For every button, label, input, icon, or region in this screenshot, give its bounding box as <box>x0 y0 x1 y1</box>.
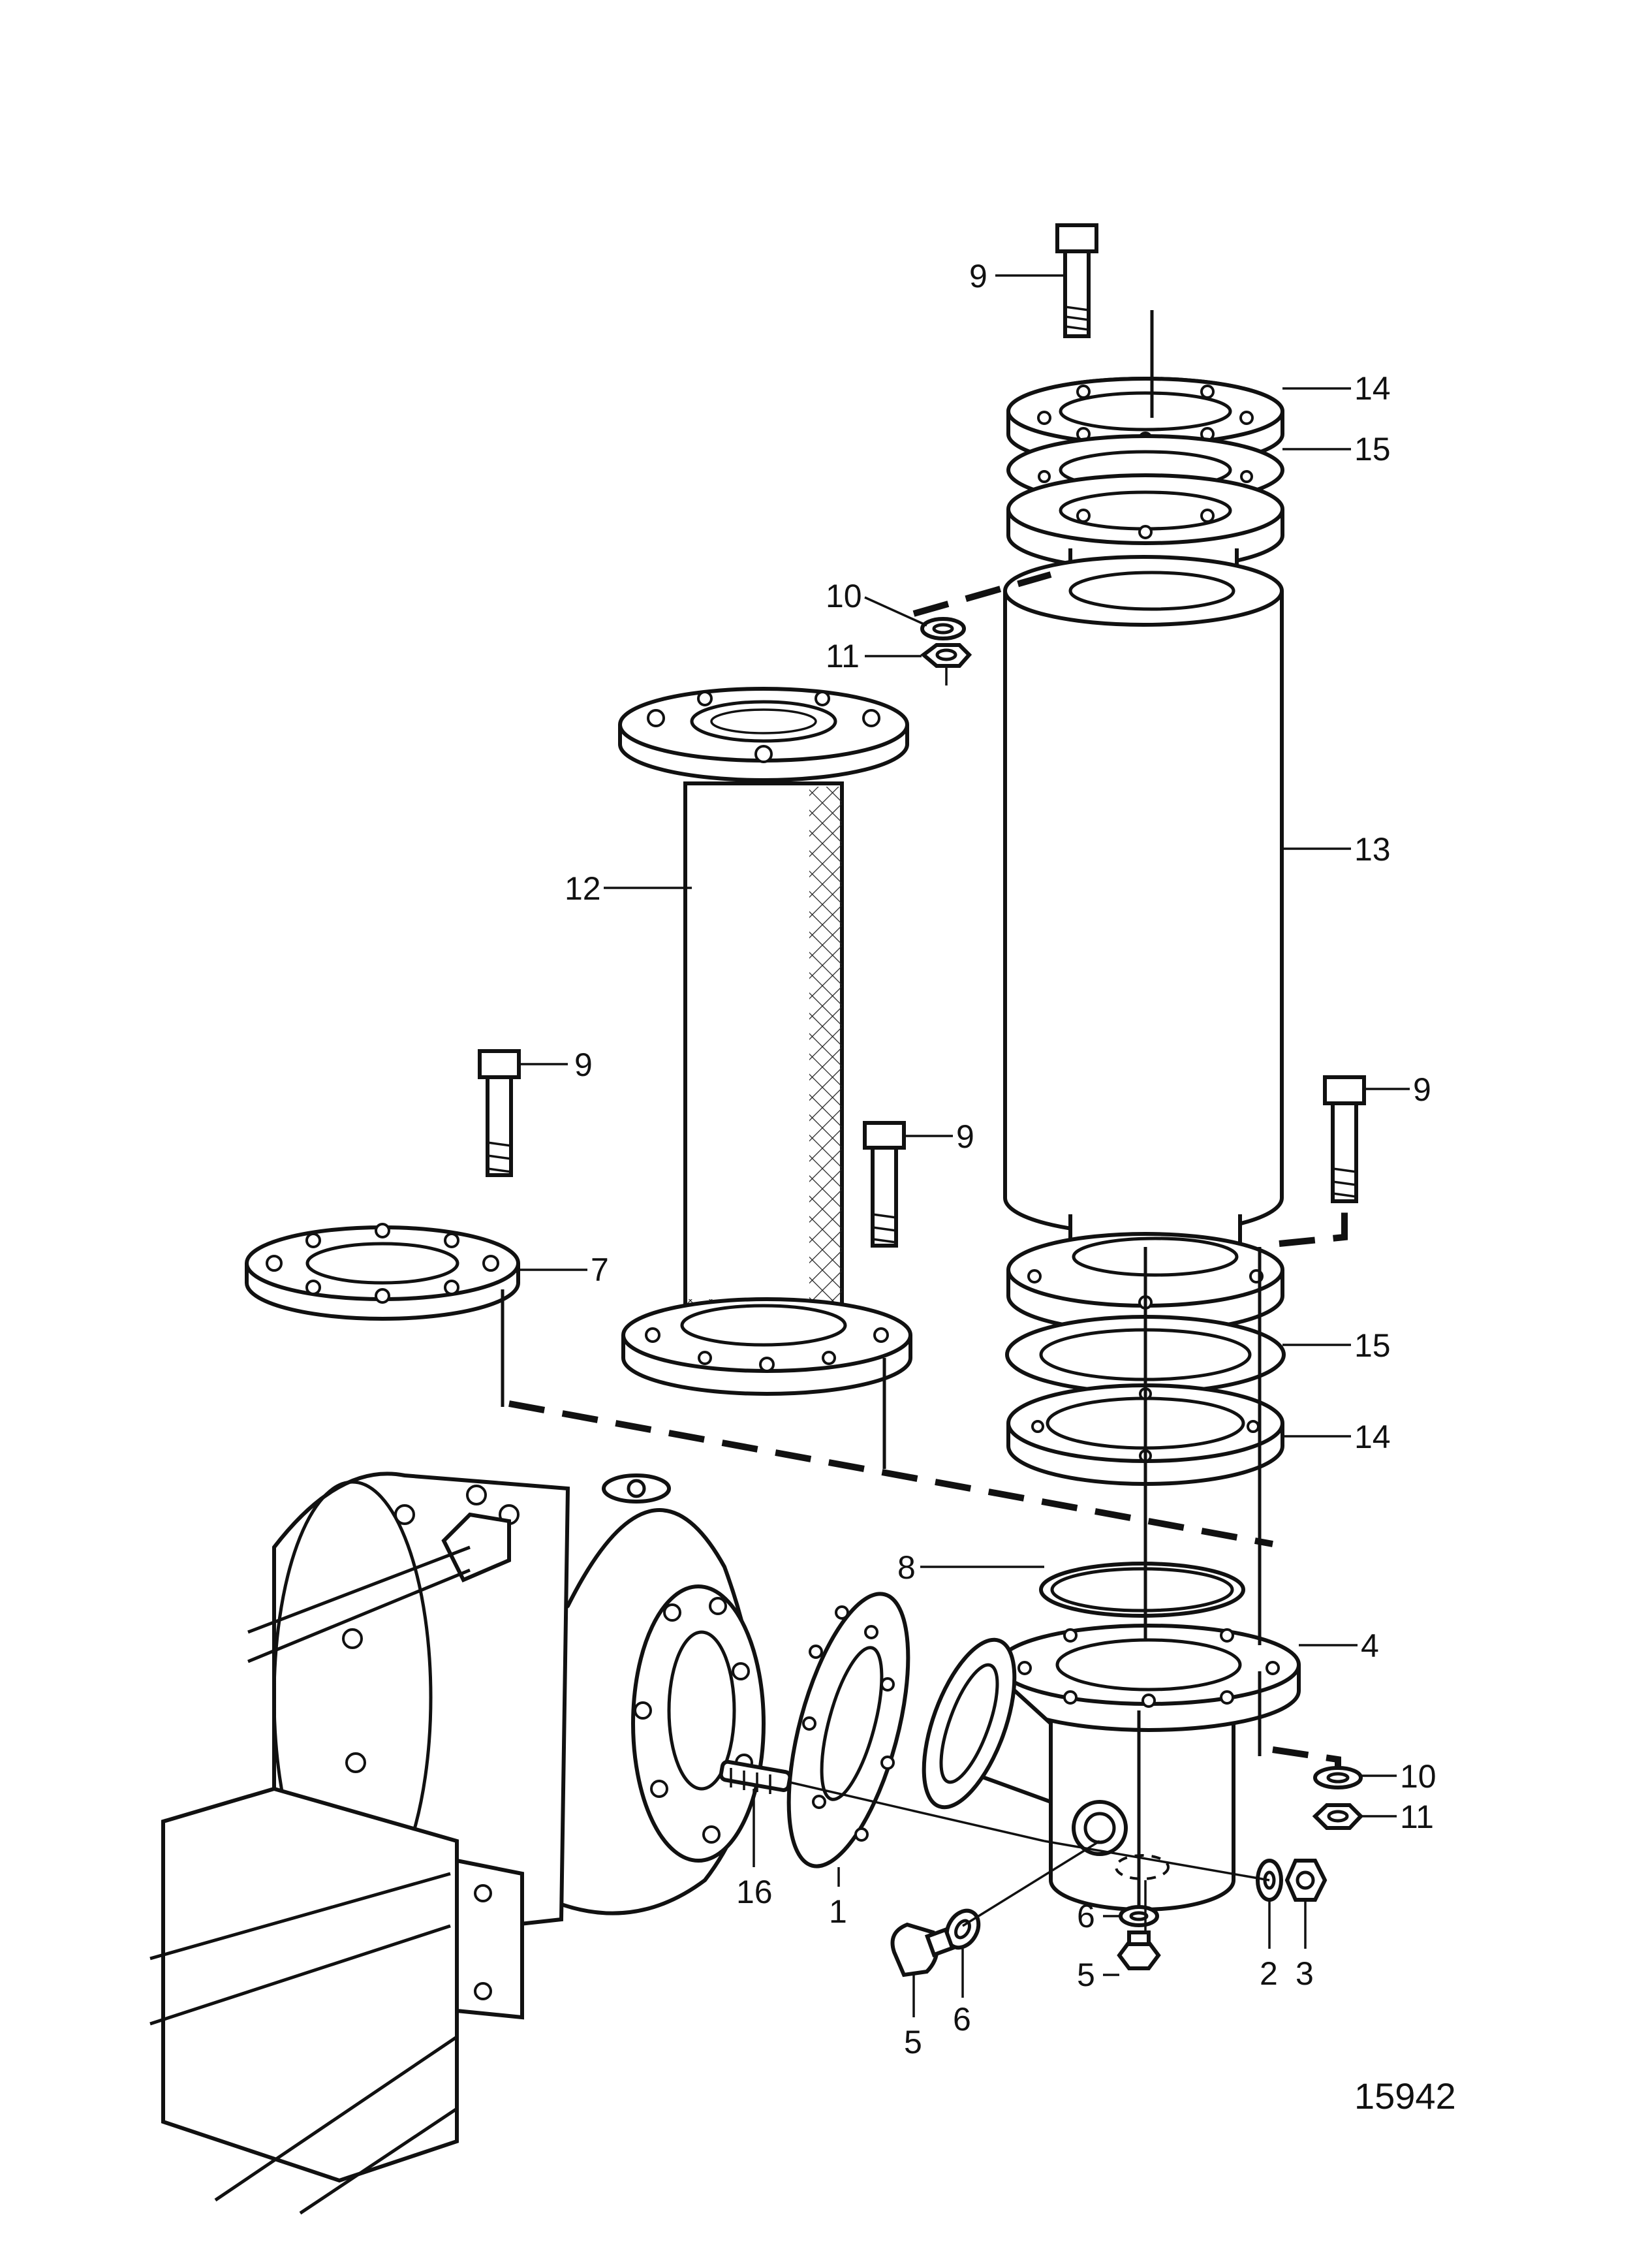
callout-1: 1 <box>829 1893 847 1930</box>
callout-9-left: 9 <box>574 1047 593 1083</box>
bolt-9-right <box>1323 1075 1366 1203</box>
callout-2: 2 <box>1260 1955 1278 1992</box>
o-ring-8 <box>1039 1562 1245 1618</box>
callout-3: 3 <box>1296 1955 1314 1992</box>
callout-10-bottom: 10 <box>1400 1758 1436 1795</box>
nut-3 <box>1284 1859 1328 1902</box>
callout-6-right: 6 <box>1077 1898 1095 1934</box>
callout-9-top: 9 <box>969 258 987 294</box>
callout-12: 12 <box>565 870 601 907</box>
elbow-housing-4 <box>922 1624 1301 1912</box>
callout-14-bottom: 14 <box>1354 1419 1391 1455</box>
callout-14-top: 14 <box>1354 370 1391 407</box>
plug-5-left <box>890 1922 955 1977</box>
callout-15-bottom: 15 <box>1354 1327 1391 1364</box>
callout-9-middle: 9 <box>956 1118 974 1155</box>
figure-number: 15942 <box>1354 2075 1456 2117</box>
callout-8: 8 <box>897 1549 916 1586</box>
callout-13: 13 <box>1354 831 1391 868</box>
callout-15-top: 15 <box>1354 431 1391 467</box>
bolt-9-middle <box>863 1121 906 1248</box>
callout-9-right: 9 <box>1413 1071 1431 1108</box>
washer-10-top <box>920 617 966 640</box>
callout-4: 4 <box>1361 1628 1379 1664</box>
flange-7 <box>245 1223 520 1321</box>
turbo-housing <box>149 1472 766 2215</box>
bolt-9-top <box>1055 223 1098 338</box>
callout-11-bottom: 11 <box>1400 1799 1434 1835</box>
callout-6-left: 6 <box>953 2001 971 2038</box>
nut-11-top <box>920 643 972 668</box>
callout-5-left: 5 <box>904 2024 922 2060</box>
plug-5-right <box>1117 1930 1161 1970</box>
callout-10-top: 10 <box>826 578 862 614</box>
callout-11-top: 11 <box>826 638 860 674</box>
callout-16: 16 <box>736 1874 773 1910</box>
callout-5-right: 5 <box>1077 1957 1095 1993</box>
stud-16 <box>719 1759 792 1794</box>
washer-6-right <box>1119 1905 1159 1927</box>
flex-pipe-12 <box>618 687 912 1396</box>
gasket-1 <box>786 1592 910 1868</box>
bolt-9-left <box>478 1049 521 1177</box>
callout-7: 7 <box>591 1252 609 1288</box>
silencer-body-13 <box>1003 548 1284 1249</box>
